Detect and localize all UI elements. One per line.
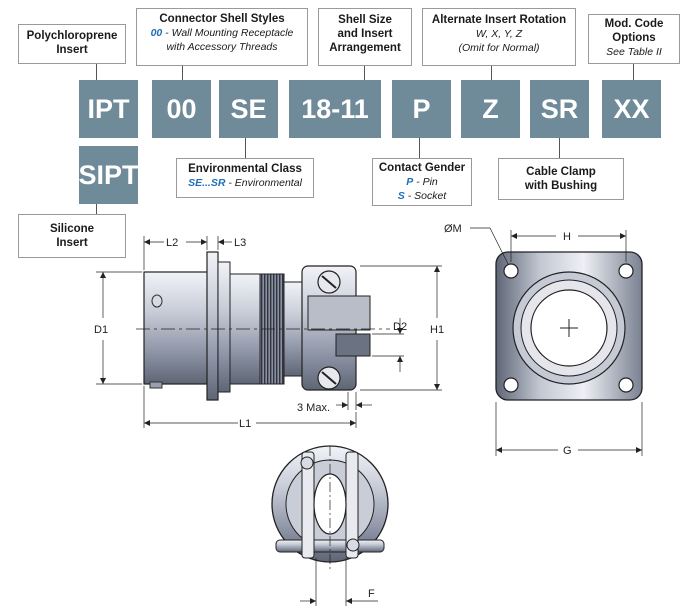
dim-d1: D1 bbox=[94, 324, 108, 336]
side-view: L2 L3 D1 D2 H1 3 Max. bbox=[94, 236, 444, 430]
dim-l2: L2 bbox=[166, 237, 178, 249]
leader-ipt bbox=[96, 64, 97, 80]
code-shell-size: 18-11 bbox=[289, 80, 381, 138]
mounting-hole-tl bbox=[503, 263, 519, 279]
leader-sr bbox=[559, 138, 560, 158]
dim-d2: D2 bbox=[393, 321, 407, 333]
dim-h1: H1 bbox=[430, 324, 444, 336]
leader-z bbox=[491, 66, 492, 80]
rear-view: F bbox=[271, 445, 389, 606]
dim-h: H bbox=[563, 231, 571, 243]
leader-se bbox=[245, 138, 246, 158]
dim-3-max: 3 Max. bbox=[297, 402, 330, 414]
leader-18-11 bbox=[364, 66, 365, 80]
dim-l3: L3 bbox=[234, 237, 246, 249]
mounting-hole-bl bbox=[503, 377, 519, 393]
code-xx: XX bbox=[602, 80, 661, 138]
contact-gender-label: Contact Gender P - Pin S - Socket bbox=[372, 158, 472, 206]
code-ipt: IPT bbox=[79, 80, 138, 138]
mounting-flange bbox=[206, 251, 219, 401]
leader-p bbox=[419, 138, 420, 158]
code-p: P bbox=[392, 80, 451, 138]
leader-00 bbox=[182, 66, 183, 80]
code-sipt: SIPT bbox=[79, 146, 139, 204]
environmental-class-label: Environmental Class SE...SR - Environmen… bbox=[176, 158, 314, 198]
dim-f: F bbox=[368, 588, 375, 600]
dim-g: G bbox=[563, 445, 572, 457]
mounting-hole-br bbox=[618, 377, 634, 393]
dim-om: ØM bbox=[444, 223, 462, 235]
front-view: ØM H G bbox=[444, 223, 643, 457]
dim-l1: L1 bbox=[239, 418, 251, 430]
code-sr: SR bbox=[530, 80, 589, 138]
leader-xx bbox=[633, 64, 634, 80]
connector-body bbox=[143, 271, 209, 385]
code-se: SE bbox=[219, 80, 278, 138]
code-00: 00 bbox=[152, 80, 211, 138]
connector-shell-styles-label: Connector Shell Styles 00 - Wall Mountin… bbox=[136, 8, 308, 66]
body-screw bbox=[151, 294, 163, 308]
mounting-hole-tr bbox=[618, 263, 634, 279]
leader-sipt bbox=[96, 204, 97, 214]
code-z: Z bbox=[461, 80, 520, 138]
